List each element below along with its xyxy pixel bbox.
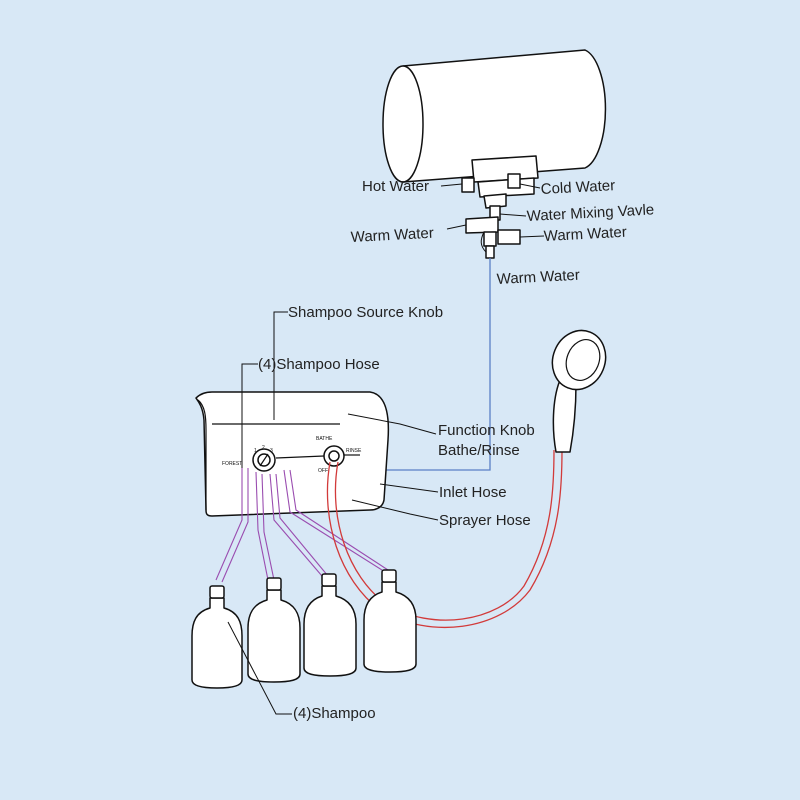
- label-inlet-hose: Inlet Hose: [439, 484, 507, 501]
- label-shampoo-hose: (4)Shampoo Hose: [258, 356, 380, 373]
- label-function-knob-mode: Bathe/Rinse: [438, 442, 520, 459]
- hand-shower: [551, 329, 607, 453]
- water-mixing-valve: [461, 155, 539, 259]
- warm-water-pipe: [342, 258, 491, 471]
- label-water-mixing-valve: Water Mixing Vavle: [526, 201, 654, 225]
- panel-mark-3: 3: [270, 448, 273, 454]
- control-panel: FOREST 1 2 3 BATHE RINSE OFF: [195, 391, 390, 517]
- label-shampoo: (4)Shampoo: [293, 705, 376, 722]
- shampoo-bottle-2: [247, 577, 301, 683]
- leader-lines: [227, 183, 545, 715]
- shampoo-bottle-3: [303, 573, 357, 677]
- label-warm-water-pipe: Warm Water: [496, 267, 580, 288]
- label-shampoo-source-knob: Shampoo Source Knob: [288, 304, 443, 321]
- shampoo-bottle-4: [363, 569, 417, 673]
- panel-mark-off: OFF: [318, 468, 328, 474]
- panel-mark-1: 1: [254, 448, 257, 454]
- shampoo-hoses: [215, 468, 389, 583]
- sprayer-hose: [326, 449, 563, 628]
- label-warm-water-right: Warm Water: [543, 224, 627, 245]
- shampoo-bottle-1: [191, 585, 243, 689]
- label-sprayer-hose: Sprayer Hose: [439, 512, 531, 529]
- panel-mark-2: 2: [262, 445, 265, 451]
- label-function-knob: Function Knob: [438, 422, 535, 439]
- panel-mark-left: FOREST: [222, 461, 242, 467]
- shampoo-bottles: [191, 569, 417, 689]
- panel-mark-rinse: RINSE: [346, 448, 362, 454]
- water-heater-tank: [382, 49, 607, 183]
- label-hot-water: Hot Water: [362, 178, 429, 195]
- label-warm-water-left: Warm Water: [350, 225, 434, 246]
- labels: Hot Water Cold Water Water Mixing Vavle …: [258, 177, 655, 722]
- panel-mark-bathe: BATHE: [316, 436, 333, 442]
- label-cold-water: Cold Water: [540, 177, 615, 198]
